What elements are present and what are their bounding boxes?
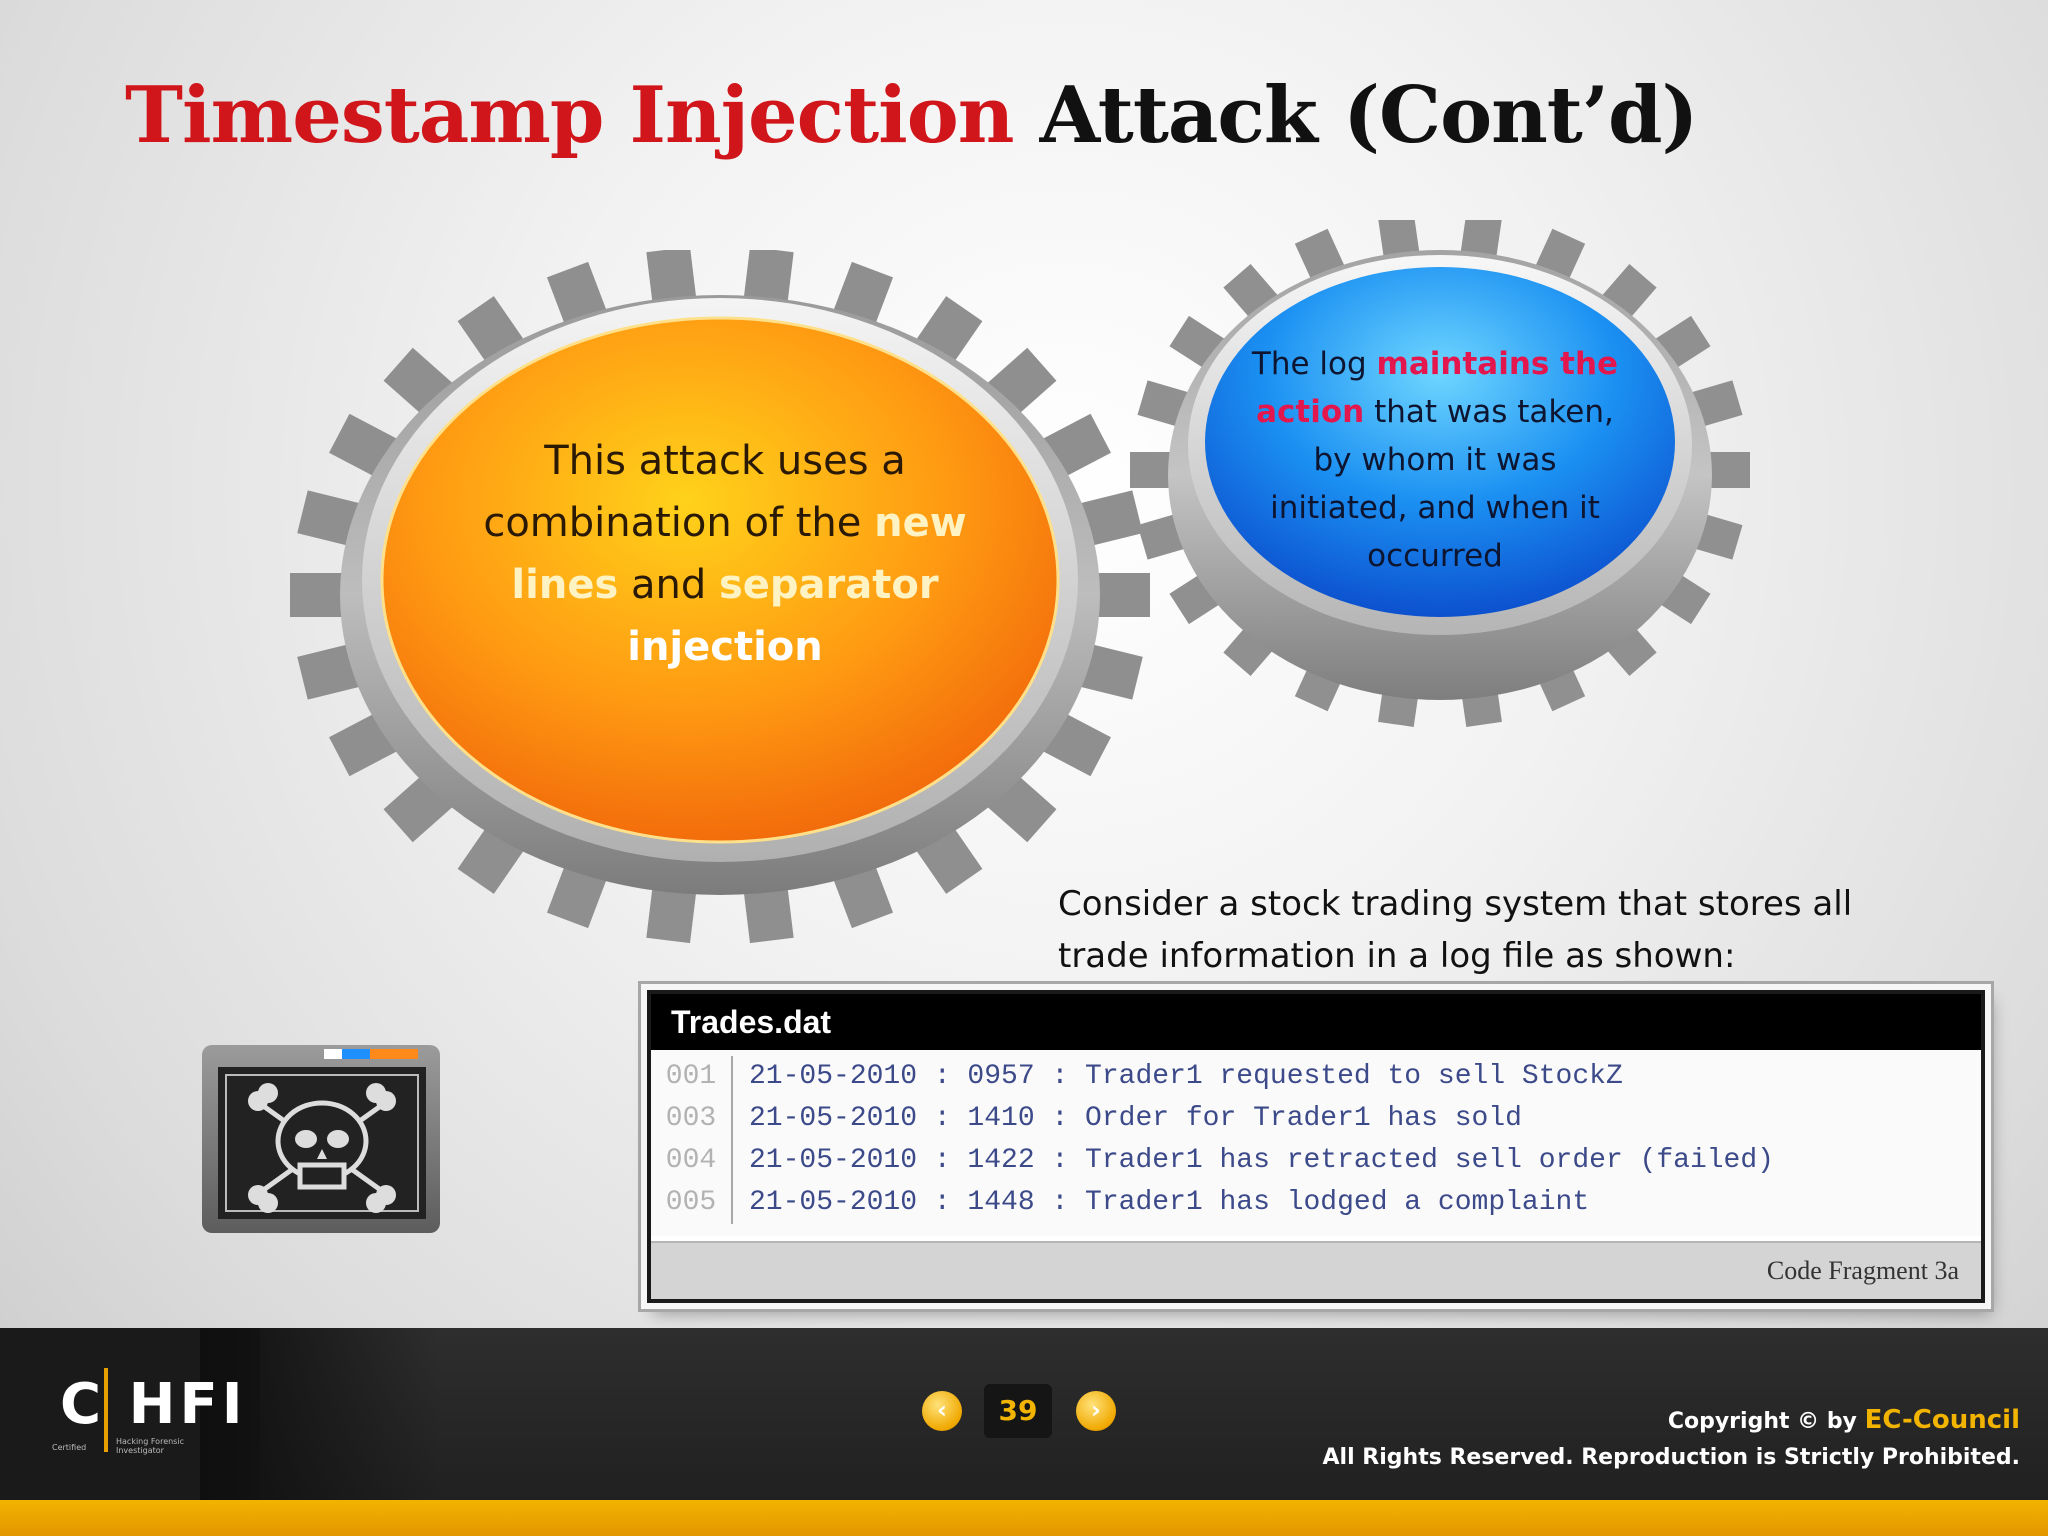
next-arrow-icon: › [1091,1396,1101,1424]
footer-accent-stripe [0,1500,2048,1536]
copyright-prefix: Copyright © by [1667,1409,1865,1434]
chfi-logo-sub-right: Hacking Forensic Investigator [116,1437,184,1455]
code-body: 001 21-05-2010 : 0957 : Trader1 requested… [651,1050,1981,1236]
title-rest: Attack (Cont’d) [1039,70,1699,161]
chfi-logo-sub-left: Certified [52,1443,87,1452]
line-number: 003 [651,1098,733,1140]
orange-line-1: This attack uses a [544,438,906,484]
orange-line-4: injection [627,624,823,670]
code-caption: Code Fragment 3a [651,1241,1981,1299]
blue-highlight-2: action [1256,394,1365,430]
chfi-sub-line-1: Hacking Forensic [116,1437,184,1446]
blue-line-4: initiated, and when it [1270,490,1600,526]
code-fragment-box: Trades.dat 001 21-05-2010 : 0957 : Trader… [647,990,1985,1303]
orange-line-3: lines and separator [445,554,1005,616]
orange-gear-text: This attack uses a combination of the ne… [445,430,1005,678]
code-line: 21-05-2010 : 1448 : Trader1 has lodged a… [749,1187,1590,1218]
line-number: 005 [651,1182,733,1224]
blue-line-2-post: that was taken, [1364,394,1614,430]
ec-council-brand: EC-Council [1864,1405,2020,1435]
chfi-logo-divider [104,1368,108,1452]
orange-highlight-separator: separator [718,562,939,608]
blue-gear-text: The log maintains the action that was ta… [1215,340,1655,580]
intro-text: Consider a stock trading system that sto… [1058,878,1938,982]
next-slide-button[interactable]: › [1076,1391,1116,1431]
line-number: 004 [651,1140,733,1182]
blue-line-2: action that was taken, [1215,388,1655,436]
orange-gear-icon [280,250,1160,950]
copyright-notice: Copyright © by EC-Council All Rights Res… [1323,1402,2020,1476]
blue-highlight-1: maintains the [1376,346,1619,382]
logo-shadow [200,1328,440,1500]
code-filename: Trades.dat [651,994,1981,1050]
intro-line-1: Consider a stock trading system that sto… [1058,884,1853,924]
blue-line-3: by whom it was [1313,442,1557,478]
blue-line-5: occurred [1367,538,1503,574]
intro-line-2: trade information in a log file as shown… [1058,936,1736,976]
code-row: 003 21-05-2010 : 1410 : Order for Trader1… [651,1098,1981,1140]
orange-line-3-mid: and [618,562,719,608]
skull-crossbones-icon [200,1043,444,1248]
copyright-line: Copyright © by EC-Council [1323,1402,2020,1440]
line-number: 001 [651,1056,733,1098]
rights-line: All Rights Reserved. Reproduction is Str… [1322,1445,2020,1470]
blue-line-1: The log maintains the [1215,340,1655,388]
title-highlight: Timestamp Injection [125,70,1014,161]
chfi-sub-line-2: Investigator [116,1446,164,1455]
blue-line-1-pre: The log [1251,346,1377,382]
code-row: 001 21-05-2010 : 0957 : Trader1 requested… [651,1056,1981,1098]
code-line: 21-05-2010 : 1410 : Order for Trader1 ha… [749,1103,1522,1134]
chfi-logo-text: C HFI [60,1372,247,1437]
code-row: 005 21-05-2010 : 1448 : Trader1 has lodge… [651,1182,1981,1224]
prev-slide-button[interactable]: ‹ [922,1391,962,1431]
slide-title: Timestamp Injection Attack (Cont’d) [125,70,1699,161]
code-row: 004 21-05-2010 : 1422 : Trader1 has retra… [651,1140,1981,1182]
page-number: 39 [984,1384,1052,1438]
orange-highlight-new: new [874,500,967,546]
orange-highlight-lines: lines [511,562,619,608]
orange-line-2: combination of the new [445,492,1005,554]
prev-arrow-icon: ‹ [937,1396,947,1424]
blue-gear-icon [1120,220,1760,750]
code-line: 21-05-2010 : 0957 : Trader1 requested to… [749,1061,1623,1092]
orange-line-2-pre: combination of the [483,500,875,546]
code-line: 21-05-2010 : 1422 : Trader1 has retracte… [749,1145,1774,1176]
